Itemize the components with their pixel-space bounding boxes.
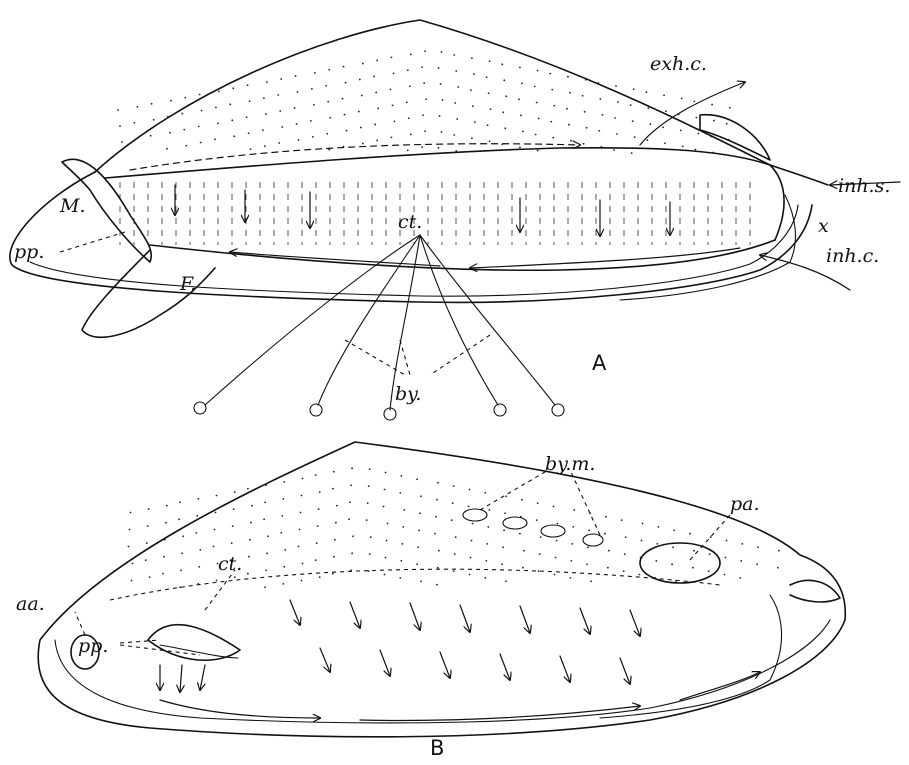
label-by: by. (395, 383, 421, 405)
label-ct-a: ct. (398, 211, 422, 233)
shell-a-upper-outline (95, 20, 828, 185)
byssal-muscle-scar-3 (541, 525, 565, 537)
panel-label-a: A (592, 351, 607, 375)
label-x: x (818, 215, 829, 237)
byssal-muscle-scar-1 (463, 509, 487, 521)
figure-a: exh.c. inh.s. x inh.c. M. pp. F. ct. by.… (10, 20, 900, 420)
gill-a-hinge-edge (770, 165, 784, 240)
siphon-b (790, 580, 840, 602)
shell-b-outer-outline (38, 442, 845, 737)
mantle-line-b (110, 569, 720, 600)
label-exh-c: exh.c. (650, 53, 707, 75)
figure-b: by.m. pa. ct. aa. pp. B (16, 442, 845, 760)
panel-label-b: B (430, 736, 444, 760)
gill-b-arrows (160, 600, 760, 720)
posterior-adductor (640, 543, 720, 583)
exhalant-current-arrow (640, 82, 745, 145)
gill-a-upper-edge (105, 148, 770, 178)
label-ct-b: ct. (218, 553, 242, 575)
label-inh-c: inh.c. (826, 245, 879, 267)
label-f: F. (179, 273, 196, 295)
shell-a-outer-outline (10, 172, 812, 302)
inhalant-siphon-b (600, 595, 782, 718)
label-pa: pa. (730, 493, 760, 515)
shell-stipple (117, 50, 780, 588)
palps-b (148, 625, 240, 661)
label-inh-s: inh.s. (838, 175, 890, 197)
label-pp-a: pp. (14, 241, 44, 263)
shell-b-inner-outline (55, 620, 830, 723)
label-m: M. (59, 195, 86, 217)
label-aa: aa. (16, 593, 45, 615)
byssal-muscle-scar-2 (503, 517, 527, 529)
label-pp-b: pp. (78, 635, 108, 657)
label-by-m: by.m. (545, 453, 595, 475)
byssal-muscle-scar-4 (583, 534, 603, 546)
flow-arrows-a-upper (130, 144, 580, 170)
